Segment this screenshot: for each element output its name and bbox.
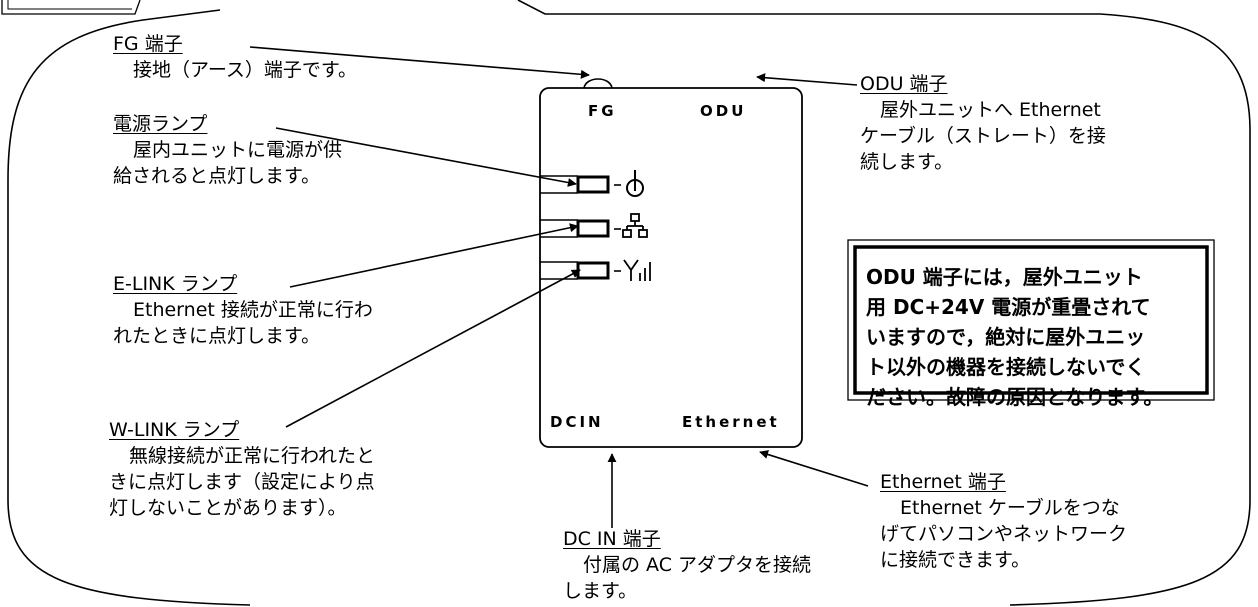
speech-balloon — [7, 0, 1251, 606]
odu-terminal-desc-line3: 続します。 — [860, 151, 954, 173]
power-lamp-desc-line1: 屋内ユニットに電源が供 — [133, 139, 343, 161]
warning-line: いますので，絶対に屋外ユニッ — [866, 325, 1146, 349]
wlink-lamp-desc-line3: 灯しないことがあります）。 — [109, 497, 347, 519]
wlink-lamp-title: W-LINK ランプ — [109, 419, 240, 441]
dcin-terminal-title: DC IN 端子 — [563, 528, 661, 550]
fg-terminal-title: FG 端子 — [113, 33, 183, 55]
elink-lamp-desc-line1: Ethernet 接続が正常に行わ — [133, 299, 373, 321]
wlink-lamp-desc-line1: 無線接続が正常に行われたと — [129, 445, 376, 467]
power-led — [540, 175, 621, 194]
ethernet-terminal-desc-line3: に接続できます。 — [880, 549, 1031, 571]
odu-arrow — [756, 73, 858, 86]
elink-arrow — [289, 223, 579, 288]
wlink-arrow — [285, 269, 581, 428]
warning-line: ト以外の機器を接続しないでく — [866, 355, 1146, 379]
dcin-terminal-desc-line1: 付属の AC アダプタを接続 — [583, 554, 812, 576]
fg-terminal-desc: 接地（アース）端子です。 — [133, 59, 358, 81]
notice-outer-border — [847, 239, 1215, 401]
ethernet-terminal-desc-line2: げてパソコンやネットワーク — [880, 523, 1128, 545]
fg-terminal — [583, 78, 613, 89]
warning-line: ODU 端子には，屋外ユニット — [866, 265, 1143, 289]
warning-notice: ODU 端子には，屋外ユニット 用 DC+24V 電源が重畳されて いますので，… — [866, 262, 1198, 412]
power-lamp-desc-line2: 給されると点灯します。 — [113, 165, 321, 187]
power-lamp-title: 電源ランプ — [113, 113, 208, 135]
panel-fg-label: FG — [588, 102, 617, 120]
antenna-signal-icon — [623, 259, 651, 281]
fg-arrow — [249, 46, 590, 79]
power-icon — [626, 170, 644, 197]
warning-line: ださい。故障の原因となります。 — [866, 385, 1164, 409]
elink-lamp-desc-line2: れたときに点灯します。 — [113, 325, 321, 347]
corner-box — [1, 0, 141, 15]
odu-terminal-title: ODU 端子 — [860, 73, 948, 95]
odu-terminal-desc-line1: 屋外ユニットへ Ethernet — [880, 99, 1101, 121]
elink-lamp-title: E-LINK ランプ — [113, 273, 238, 295]
panel-dcin-label: DCIN — [550, 413, 604, 431]
ethernet-terminal-desc-line1: Ethernet ケーブルをつな — [900, 497, 1120, 519]
warning-line: 用 DC+24V 電源が重畳されて — [866, 295, 1151, 319]
panel-ethernet-label: Ethernet — [682, 413, 780, 431]
ethernet-arrow — [759, 450, 869, 487]
power-arrow — [275, 127, 577, 187]
dcin-terminal-desc-line2: します。 — [563, 580, 638, 602]
ethernet-terminal-title: Ethernet 端子 — [880, 471, 1006, 493]
network-icon — [622, 213, 648, 238]
notice-inner-border — [853, 245, 1209, 395]
odu-terminal-desc-line2: ケーブル（ストレート）を接 — [860, 125, 1106, 147]
wlink-lamp-desc-line2: きに点灯します（設定により点 — [109, 471, 375, 493]
panel-odu-label: ODU — [700, 102, 747, 120]
